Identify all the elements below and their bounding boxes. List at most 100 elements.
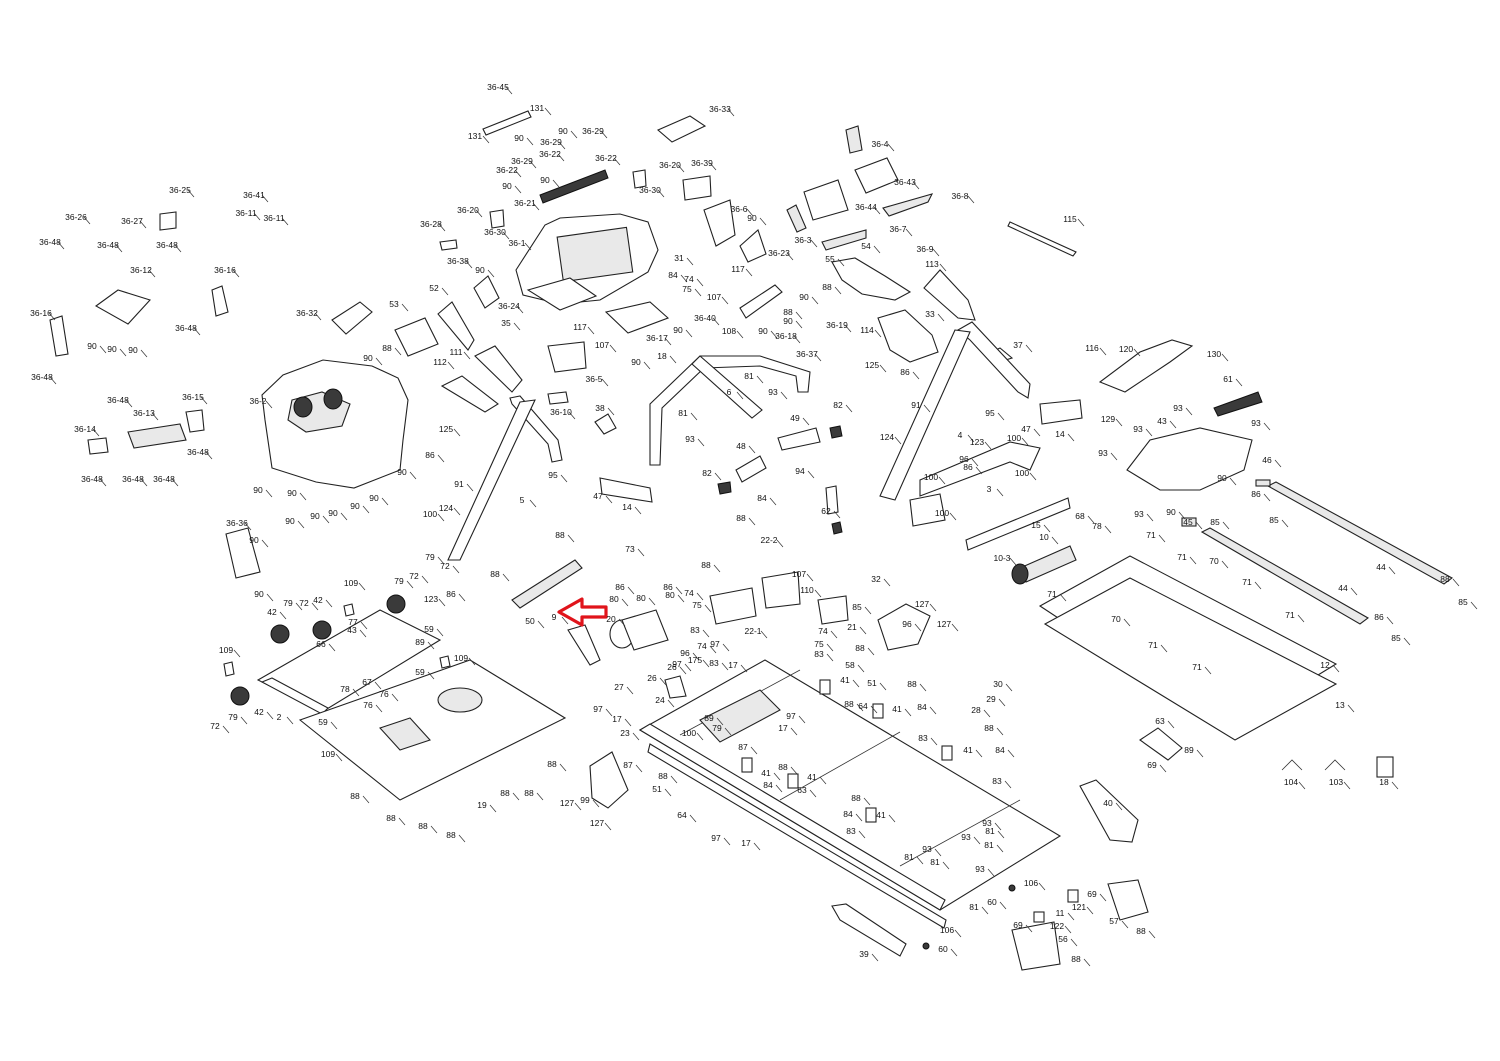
- leader-line: [297, 520, 305, 529]
- part-label: 125: [439, 424, 453, 434]
- part-label: 86: [1251, 489, 1261, 499]
- leader-line: [427, 671, 435, 680]
- part-label: 36-5: [585, 374, 602, 384]
- leader-line: [458, 593, 466, 602]
- leader-line: [967, 195, 975, 204]
- part-label: 97: [593, 704, 603, 714]
- part-label: 88: [418, 821, 428, 831]
- part-label: 88: [907, 679, 917, 689]
- part-label: 32: [871, 574, 881, 584]
- part-label: 100: [682, 728, 696, 738]
- part-label: 79: [228, 712, 238, 722]
- leader-line: [1077, 218, 1085, 227]
- leader-line: [352, 688, 360, 697]
- leader-line: [1099, 893, 1107, 902]
- leader-line: [1158, 534, 1166, 543]
- part-label: 36-17: [646, 333, 668, 343]
- leader-line: [437, 556, 445, 565]
- part-label: 100: [924, 472, 938, 482]
- leader-line: [938, 476, 946, 485]
- leader-line: [266, 593, 274, 602]
- leader-line: [664, 337, 672, 346]
- part-label: 73: [625, 544, 635, 554]
- part-label: 21: [847, 622, 857, 632]
- part-label: 71: [1047, 589, 1057, 599]
- leader-line: [759, 217, 767, 226]
- part-label: 90: [253, 485, 263, 495]
- part-label: 71: [1192, 662, 1202, 672]
- part-label: 35: [501, 318, 511, 328]
- leader-line: [984, 441, 992, 450]
- leader-line: [1059, 593, 1067, 602]
- leader-line: [1029, 472, 1037, 481]
- leader-line: [1087, 515, 1095, 524]
- part-label: 36-3: [794, 235, 811, 245]
- part-label: 79: [394, 576, 404, 586]
- part-label: 90: [673, 325, 683, 335]
- leader-line: [1110, 452, 1118, 461]
- part-label: 17: [741, 838, 751, 848]
- part-label: 108: [722, 326, 736, 336]
- leader-line: [998, 698, 1006, 707]
- leader-line: [626, 686, 634, 695]
- leader-line: [659, 677, 667, 686]
- leader-line: [874, 329, 882, 338]
- leader-line: [1121, 920, 1129, 929]
- drive-motor: [511, 559, 931, 809]
- part-label: 93: [975, 864, 985, 874]
- leader-line: [592, 799, 600, 808]
- leader-line: [362, 795, 370, 804]
- part-label: 29: [986, 694, 996, 704]
- part-label: 36-33: [709, 104, 731, 114]
- part-label: 109: [321, 749, 335, 759]
- part-label: 52: [429, 283, 439, 293]
- leader-line: [458, 834, 466, 843]
- part-label: 81: [930, 857, 940, 867]
- leader-line: [912, 181, 920, 190]
- part-label: 36-26: [65, 212, 87, 222]
- part-label: 36-48: [175, 323, 197, 333]
- leader-line: [1204, 666, 1212, 675]
- leader-line: [1196, 749, 1204, 758]
- leader-line: [912, 371, 920, 380]
- leader-line: [381, 497, 389, 506]
- part-label: 27: [614, 682, 624, 692]
- leader-line: [856, 703, 864, 712]
- leader-line: [601, 378, 609, 387]
- part-label: 88: [350, 791, 360, 801]
- leader-line: [736, 330, 744, 339]
- leader-line: [830, 630, 838, 639]
- leader-line: [704, 604, 712, 613]
- leader-line: [740, 664, 748, 673]
- part-label: 44: [1338, 583, 1348, 593]
- leader-line: [844, 324, 852, 333]
- part-label: 110: [800, 585, 814, 595]
- part-label: 93: [685, 434, 695, 444]
- leader-line: [1391, 781, 1399, 790]
- leader-line: [951, 623, 959, 632]
- part-label: 26: [647, 673, 657, 683]
- part-label: 36-9: [916, 244, 933, 254]
- leader-line: [879, 364, 887, 373]
- part-label: 130: [1207, 349, 1221, 359]
- leader-line: [756, 375, 764, 384]
- leader-line: [721, 662, 729, 671]
- part-label: 17: [612, 714, 622, 724]
- leader-line: [879, 682, 887, 691]
- part-label: 88: [855, 643, 865, 653]
- part-label: 86: [615, 582, 625, 592]
- leader-line: [826, 643, 834, 652]
- part-label: 36-14: [74, 424, 96, 434]
- leader-line: [721, 296, 729, 305]
- leader-line: [997, 412, 1005, 421]
- leader-line: [664, 788, 672, 797]
- part-label: 18: [657, 351, 667, 361]
- part-label: 66: [316, 639, 326, 649]
- leader-line: [57, 241, 65, 250]
- leader-line: [453, 507, 461, 516]
- part-label: 36-2: [249, 396, 266, 406]
- leader-line: [360, 621, 368, 630]
- leader-line: [1133, 348, 1141, 357]
- leader-line: [624, 718, 632, 727]
- part-label: 36-37: [796, 349, 818, 359]
